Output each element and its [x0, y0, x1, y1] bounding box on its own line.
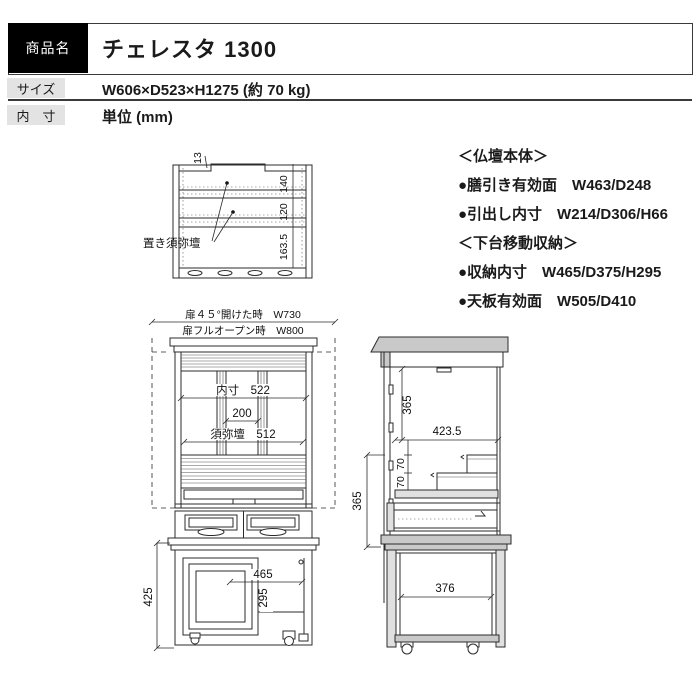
counter-top — [380, 534, 512, 551]
crown-molding-side — [370, 336, 509, 368]
dim-storage-width: 465 — [253, 569, 272, 581]
dim-center-width: 200 — [232, 408, 251, 420]
base-height-dimension: 425 — [143, 539, 174, 652]
door-open-dimensions: 扉４５°開けた時 W730 扉フルオープン時 W800 — [148, 308, 339, 509]
dim-upper-inner-height: 365 — [402, 395, 414, 414]
dim-base-height: 425 — [143, 587, 155, 606]
spec-item: ●天板有効面 W505/D410 — [458, 293, 637, 310]
dim-inner-depth: 423.5 — [433, 426, 462, 438]
shelf-callout: 置き須弥壇 — [143, 181, 235, 250]
dim-door-full: 扉フルオープン時 W800 — [182, 324, 303, 337]
dim-inner-width: 内寸 522 — [216, 383, 270, 397]
interior-dimensions: 内寸 522 200 須弥壇 512 — [177, 383, 310, 446]
altar-steps — [394, 454, 499, 499]
crown-molding — [169, 337, 318, 353]
slide-drawer-side — [386, 502, 500, 532]
dim-sumidan-width: 須弥壇 512 — [210, 427, 275, 441]
dim-step-1: 70 — [395, 458, 407, 470]
dim-door-45: 扉４５°開けた時 W730 — [185, 308, 301, 321]
product-name: チェレスタ 1300 — [102, 37, 278, 62]
unit-value: 単位 (mm) — [102, 109, 173, 126]
header-divider — [8, 99, 692, 101]
dimension-chain: 13 140 120 163.5 — [192, 152, 298, 269]
spec-list: ＜仏壇本体＞ ●膳引き有効面 W463/D248 ●引出し内寸 W214/D30… — [458, 142, 668, 316]
product-label-cell: 商品名 — [8, 23, 88, 73]
shelves — [179, 186, 306, 276]
spec-section-title: ＜仏壇本体＞ — [458, 148, 549, 165]
dim-top-gap: 13 — [192, 152, 204, 164]
dim-outer-height: 365 — [352, 491, 364, 510]
spec-item: ●膳引き有効面 W463/D248 — [458, 177, 652, 194]
dim-middle: 120 — [278, 203, 290, 221]
cabinet-outline — [172, 163, 313, 279]
dim-storage-depth: 376 — [435, 583, 454, 595]
drawer-section — [174, 510, 313, 539]
shelf-label: 置き須弥壇 — [143, 236, 201, 250]
spec-item: ●収納内寸 W465/D375/H295 — [458, 264, 662, 281]
front-view-drawing: 扉４５°開けた時 W730 扉フルオープン時 W800 — [143, 308, 339, 652]
lower-louver — [174, 454, 313, 509]
spec-section-title: ＜下台移動収納＞ — [458, 235, 579, 252]
size-label-cell: サイズ — [7, 78, 65, 98]
base-cabinet-side: 376 — [386, 549, 506, 655]
side-walls — [383, 352, 501, 603]
size-value: W606×D523×H1275 (約 70 kg) — [102, 82, 311, 99]
dim-step-2: 70 — [395, 476, 407, 488]
upper-interior-drawing: 13 140 120 163.5 置き須弥壇 — [143, 152, 313, 279]
spec-item: ●引出し内寸 W214/D306/H66 — [458, 206, 668, 223]
base-cabinet: 465 295 — [167, 537, 320, 646]
outer-height-dimension: 365 — [352, 451, 385, 551]
dim-storage-height: 295 — [258, 588, 270, 607]
dim-upper: 140 — [278, 175, 290, 193]
side-view-drawing: 365 423.5 70 70 — [352, 336, 512, 655]
dim-lower: 163.5 — [278, 234, 290, 260]
upper-depth-dimensions: 365 423.5 70 70 — [391, 365, 502, 491]
inner-label-cell: 内 寸 — [7, 105, 65, 125]
